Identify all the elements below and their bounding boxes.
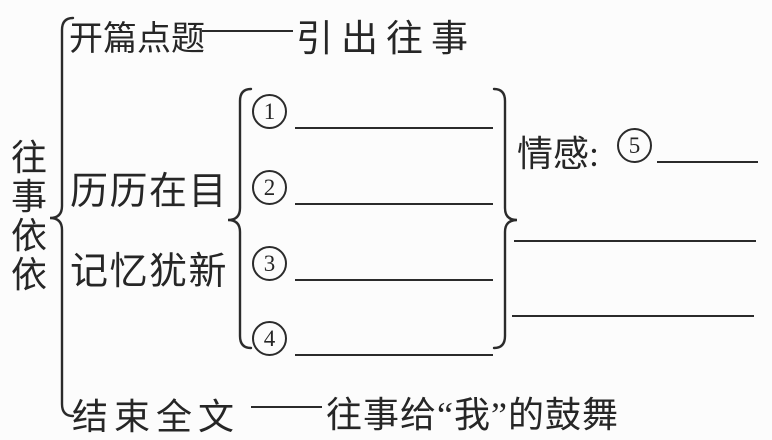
bottom-connector-line [251,406,322,408]
emotion-extra-blank-line-2 [512,315,754,317]
item-3-blank-line [295,279,493,281]
item-2-circle-number: 2 [252,170,287,205]
top-branch-label: 开篇点题 [69,21,205,58]
items-open-brace [227,87,253,350]
items-close-brace [492,87,518,350]
top-branch-result: 引出往事 [296,19,476,60]
item-2-blank-line [295,203,493,205]
item-1-circle-number: 1 [252,94,287,129]
root-title-vertical: 往事依依 [10,138,47,295]
emotion-number: 5 [628,133,641,158]
middle-branch-label-line2: 记忆犹新 [70,251,229,293]
item-3-circle-number: 3 [252,246,287,281]
item-4-circle-number: 4 [252,321,287,356]
item-row-2: 2 [252,170,494,208]
emotion-label: 情感: [517,134,600,174]
item-row-3: 3 [252,246,494,284]
bottom-branch-label: 结束全文 [72,397,241,437]
item-row-1: 1 [252,94,494,132]
item-1-blank-line [295,127,493,129]
bottom-branch-result: 往事给“我”的鼓舞 [326,395,619,435]
emotion-circle-number: 5 [617,128,652,163]
item-1-number: 1 [263,99,276,124]
top-connector-line [202,30,293,32]
item-2-number: 2 [263,175,276,200]
main-brace [49,16,75,418]
item-4-blank-line [295,354,493,356]
middle-branch-label-line1: 历历在目 [70,171,229,213]
item-row-4: 4 [252,321,494,359]
item-3-number: 3 [263,251,276,276]
emotion-blank-line [657,161,758,163]
item-4-number: 4 [263,326,276,351]
emotion-extra-blank-line-1 [514,240,756,242]
